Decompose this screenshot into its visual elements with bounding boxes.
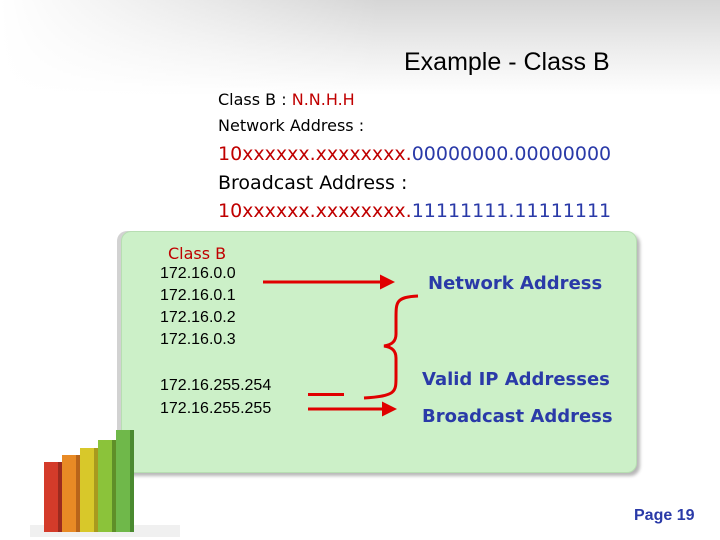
broadcast-address-label: Broadcast Address : (218, 172, 408, 194)
address-item: 172.16.0.1 (160, 287, 236, 304)
class-pattern: N.N.H.H (291, 90, 355, 109)
dash-connector (308, 393, 344, 396)
address-item: 172.16.255.255 (160, 400, 272, 417)
broadcast-address-result: Broadcast Address (422, 406, 613, 427)
example-heading: Class B (168, 244, 227, 263)
example-panel (121, 231, 637, 473)
address-item: 172.16.0.3 (160, 331, 236, 348)
network-address-label: Network Address : (218, 116, 365, 135)
address-item: 172.16.255.254 (160, 377, 272, 394)
bar-chart-logo-icon (30, 430, 180, 537)
network-bits-host: 10xxxxxx.xxxxxxxx. (218, 143, 412, 165)
broadcast-address-bits: 10xxxxxx.xxxxxxxx.11111111.11111111 (218, 200, 611, 222)
title-background-fade (0, 0, 380, 95)
valid-addresses-result: Valid IP Addresses (422, 369, 610, 390)
broadcast-bits-net: 11111111.11111111 (411, 200, 612, 222)
address-item: 172.16.0.0 (160, 265, 236, 282)
network-bits-net: 00000000.00000000 (411, 143, 612, 165)
class-prefix: Class B : (218, 90, 292, 109)
address-item: 172.16.0.2 (160, 309, 236, 326)
page-number: Page 19 (634, 507, 695, 524)
class-pattern-line: Class B : N.N.H.H (218, 90, 355, 109)
network-address-bits: 10xxxxxx.xxxxxxxx.00000000.00000000 (218, 143, 611, 165)
slide-title: Example - Class B (404, 48, 610, 76)
brace-valid-range (363, 294, 419, 400)
network-address-result: Network Address (428, 273, 603, 294)
broadcast-bits-host: 10xxxxxx.xxxxxxxx. (218, 200, 412, 222)
